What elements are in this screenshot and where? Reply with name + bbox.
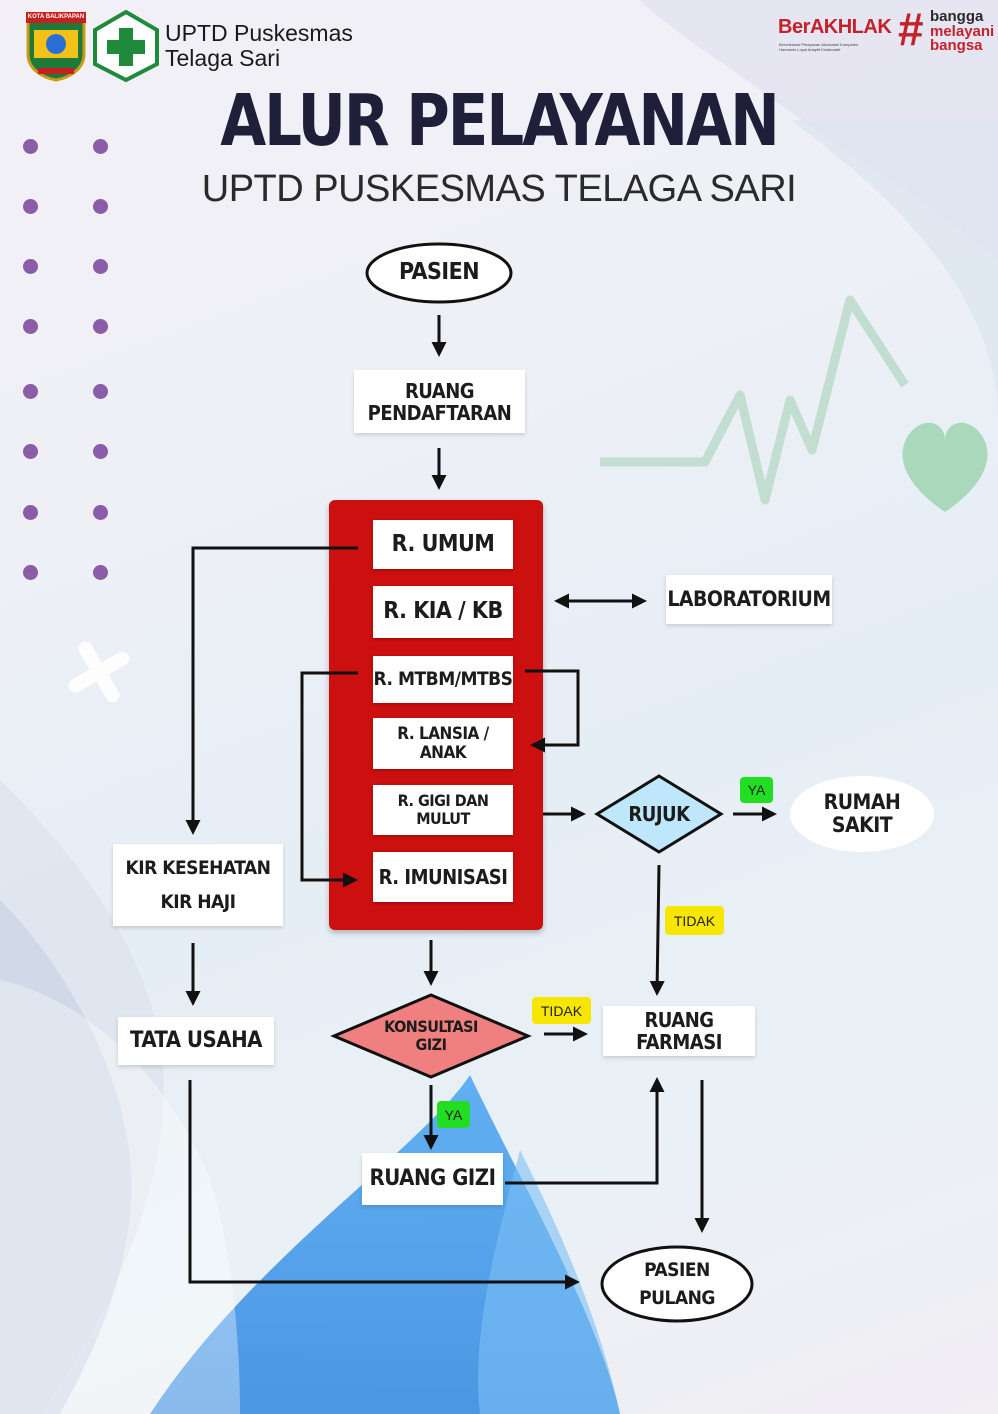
rumah-sakit-line2: SAKIT [831, 813, 893, 837]
tag-ya-konsultasi: YA [437, 1101, 470, 1128]
pasien-pulang-line2: PULANG [639, 1287, 715, 1309]
hashtag-icon: # [898, 3, 924, 55]
ruang-pendaftaran-node: RUANG PENDAFTARAN [354, 370, 525, 433]
r-lansia-anak-line1: R. LANSIA / [397, 723, 489, 744]
puskesmas-logo-icon [93, 9, 159, 83]
konsultasi-gizi-line1: KONSULTASI [384, 1017, 478, 1037]
kir-line1: KIR KESEHATAN [125, 856, 271, 879]
r-umum-node: R. UMUM [373, 520, 513, 569]
r-imunisasi-node: R. IMUNISASI [373, 852, 513, 902]
rumah-sakit-node: RUMAH SAKIT [800, 786, 924, 842]
rujuk-label: RUJUK [628, 802, 690, 826]
berakhlak-logo: BerAKHLAK Berorientasi Pelayanan Akuntab… [778, 16, 898, 56]
heartbeat-line-icon [600, 295, 909, 505]
pasien-pulang-ellipse [600, 1245, 754, 1323]
r-lansia-anak-line2: ANAK [419, 742, 467, 763]
plus-icon [68, 641, 130, 703]
ruang-gizi-node: RUANG GIZI [362, 1153, 503, 1205]
berakhlak-text: BerAKHLAK [778, 16, 892, 38]
kir-line2: KIR HAJI [160, 891, 236, 913]
r-gigi-mulut-line2: MULUT [416, 809, 470, 828]
rujuk-diamond [594, 774, 724, 854]
heart-icon [902, 422, 988, 512]
pasien-pulang-node: PASIEN PULANG [612, 1254, 742, 1314]
konsultasi-gizi-label: KONSULTASI GIZI [371, 1014, 491, 1058]
laboratorium-node: LABORATORIUM [666, 575, 832, 624]
ruang-farmasi-node: RUANG FARMASI [603, 1006, 755, 1056]
ruang-pendaftaran-line1: RUANG [404, 378, 475, 403]
kir-node: KIR KESEHATAN KIR HAJI [113, 844, 283, 926]
r-gigi-mulut-line1: R. GIGI DAN [397, 791, 489, 811]
org-name-line2: Telaga Sari [165, 45, 281, 71]
berakhlak-subtext-1: Berorientasi Pelayanan Akuntabel Kompete… [779, 42, 859, 47]
pasien-pulang-line1: PASIEN [644, 1258, 710, 1281]
pasien-node: PASIEN [398, 259, 480, 286]
pasien-ellipse [365, 242, 513, 304]
rumah-sakit-ellipse [790, 776, 934, 852]
r-kia-kb-node: R. KIA / KB [373, 586, 513, 638]
rumah-sakit-line1: RUMAH [823, 789, 901, 814]
city-emblem-icon: KOTA BALIKPAPAN [24, 10, 88, 82]
konsultasi-gizi-line2: GIZI [415, 1035, 447, 1054]
r-lansia-anak-node: R. LANSIA / ANAK [373, 718, 513, 769]
tata-usaha-node: TATA USAHA [118, 1017, 274, 1065]
org-name-line1: UPTD Puskesmas [165, 20, 353, 46]
slogan-line3: bangsa [930, 37, 983, 54]
r-mtbm-mtbs-node: R. MTBM/MTBS [373, 656, 513, 703]
city-emblem-text: KOTA BALIKPAPAN [27, 14, 85, 20]
tag-tidak-konsultasi: TIDAK [532, 997, 591, 1024]
r-gigi-mulut-node: R. GIGI DAN MULUT [373, 785, 513, 835]
tag-ya-rujuk: YA [740, 777, 773, 803]
konsultasi-gizi-diamond [330, 993, 532, 1079]
page-title: ALUR PELAYANAN [220, 78, 780, 163]
slogan-line2: melayani [930, 23, 995, 40]
berakhlak-subtext-2: Harmonis Loyal Adaptif Kolaboratif [779, 47, 841, 52]
slogan-line1: bangga [930, 8, 984, 25]
page-subtitle: UPTD PUSKESMAS TELAGA SARI [201, 168, 797, 210]
tag-tidak-rujuk: TIDAK [665, 906, 724, 935]
ruang-pendaftaran-line2: PENDAFTARAN [367, 400, 512, 425]
